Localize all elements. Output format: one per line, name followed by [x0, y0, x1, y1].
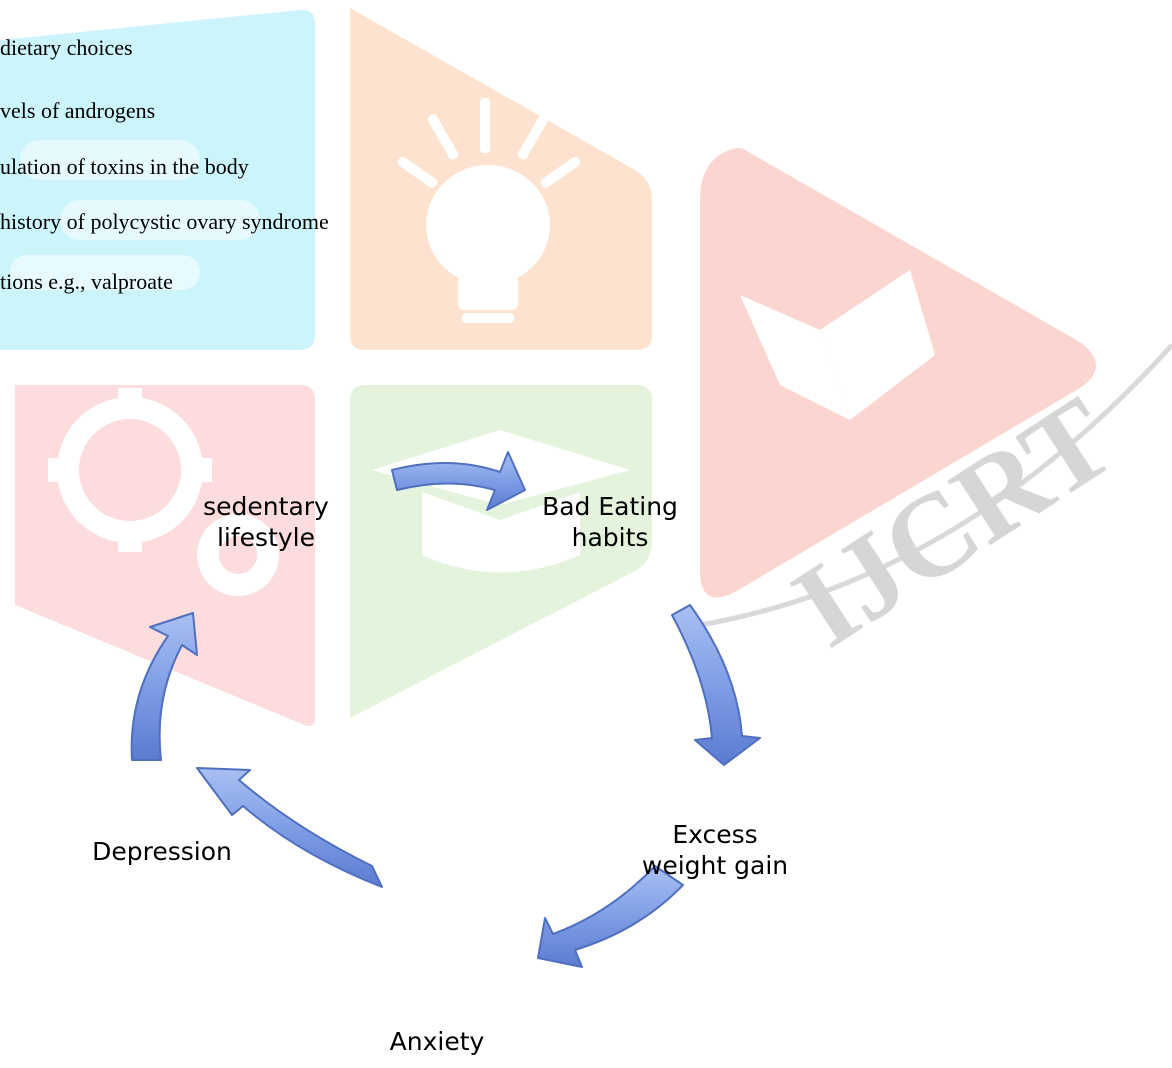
gear-teeth [48, 388, 212, 552]
arrow-bad-eating-to-weight-gain [671, 604, 761, 766]
watermark-tile-cyan [0, 9, 315, 351]
node-line-1: Bad Eating [542, 492, 678, 521]
node-line-1: Excess [672, 820, 758, 849]
arrow-weight-gain-to-anxiety [537, 865, 684, 968]
arrow-sedentary-to-bad-eating [391, 451, 526, 511]
node-line-1: sedentary [203, 492, 329, 521]
cycle-node-depression: Depression [62, 836, 262, 867]
node-line-2: habits [571, 523, 649, 552]
lightbulb-icon [397, 98, 581, 323]
cycle-node-anxiety: Anxiety [337, 1026, 537, 1057]
open-book-icon [740, 270, 935, 420]
arrow-depression-to-sedentary [130, 612, 198, 761]
node-line-2: lifestyle [216, 523, 316, 552]
arrow-anxiety-to-depression [196, 767, 383, 888]
watermark-play-button [700, 148, 1096, 598]
cycle-arrows [130, 451, 761, 968]
watermark-tile-orange [350, 8, 652, 350]
node-line-1: Anxiety [389, 1027, 485, 1056]
node-line-2: weight gain [641, 851, 789, 880]
cycle-node-bad-eating-habits: Bad Eating habits [510, 491, 710, 553]
cycle-node-sedentary-lifestyle: sedentary lifestyle [166, 491, 366, 553]
list-item-toxins: ulation of toxins in the body [0, 154, 249, 179]
watermark-tile-pink [15, 385, 315, 726]
list-item-medications: tions e.g., valproate [0, 269, 173, 294]
watermark-swoosh [699, 343, 1172, 628]
node-line-1: Depression [92, 837, 232, 866]
list-item-family-history: history of polycystic ovary syndrome [0, 209, 329, 234]
handshake-icon [10, 140, 260, 290]
list-item-androgens: vels of androgens [0, 98, 156, 123]
cycle-node-excess-weight-gain: Excess weight gain [595, 819, 835, 881]
list-item-dietary-choices: dietary choices [0, 35, 133, 60]
